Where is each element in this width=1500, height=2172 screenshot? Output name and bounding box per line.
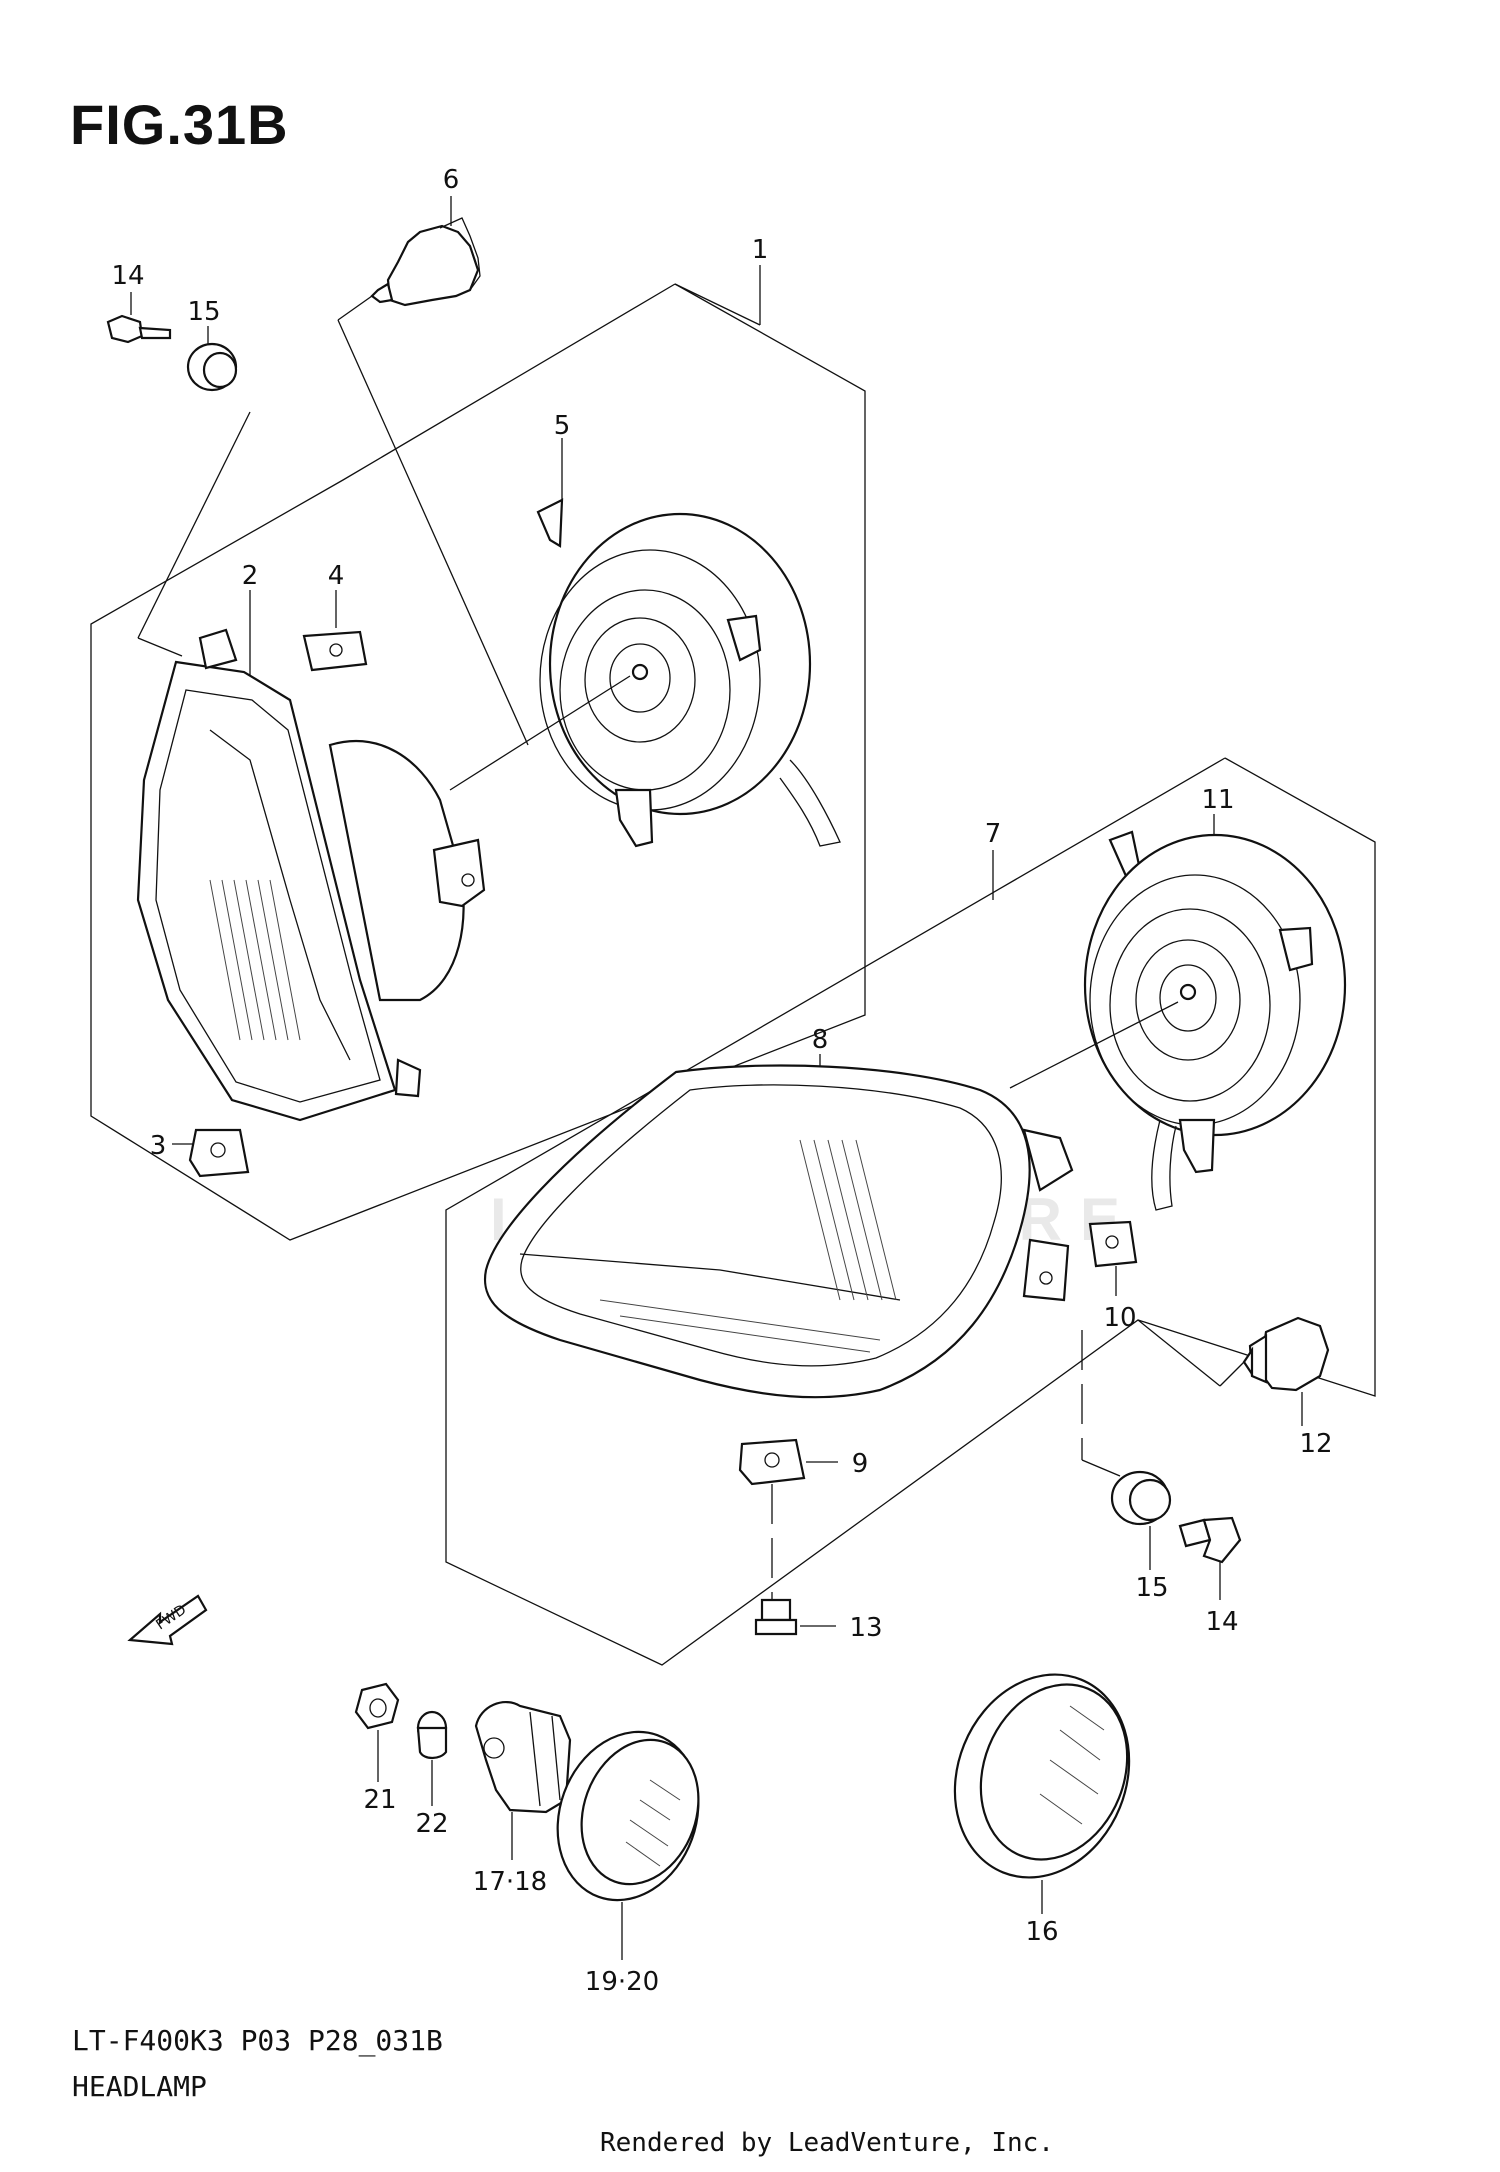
bulb-part-6: [337, 196, 529, 746]
socket-part-5: [449, 438, 841, 848]
callout-label: 8: [812, 1025, 829, 1055]
nut-part-21: [354, 1682, 400, 1782]
callout-label: 19·20: [585, 1967, 659, 1997]
callout-label: 15: [187, 297, 220, 327]
reflector-part-16: [953, 1673, 1131, 1914]
screw-part-14-lower: [1178, 1516, 1242, 1600]
callout-labels: 1 2 3 4 5 6 7 8 9 10 11 12 13 14 15 14 1…: [111, 165, 1332, 1997]
callout-label: 21: [363, 1785, 396, 1815]
screw-part-13: [754, 1598, 836, 1636]
assembly-box-lower: [445, 757, 1376, 1666]
figure-title: FIG.31B: [70, 93, 289, 156]
render-credit: Rendered by LeadVenture, Inc.: [600, 2128, 1054, 2158]
bulb-part-12: [1137, 1316, 1330, 1426]
socket-part-11: [1009, 814, 1347, 1211]
callout-label: 6: [443, 165, 460, 195]
callout-label: 2: [242, 561, 259, 591]
callout-label: 16: [1025, 1917, 1058, 1947]
model-code: LT-F400K3 P03 P28_031B: [72, 2024, 443, 2057]
callout-label: 15: [1135, 1573, 1168, 1603]
callout-label: 1: [752, 235, 769, 265]
callout-label: 7: [985, 819, 1002, 849]
callout-label: 14: [111, 261, 144, 291]
assembly-name: HEADLAMP: [72, 2070, 207, 2103]
fwd-arrow-icon: FWD: [127, 1594, 208, 1646]
clip-part-10: [1088, 1220, 1138, 1296]
callout-label: 12: [1299, 1429, 1332, 1459]
grommet-part-15-upper: [137, 326, 251, 657]
callout-label: 17·18: [473, 1867, 547, 1897]
bracket-part-17-18: [474, 1701, 572, 1860]
callout-label: 10: [1103, 1303, 1136, 1333]
grommet-part-15-lower: [1081, 1330, 1172, 1570]
screw-part-14-upper: [106, 292, 172, 344]
callout-label: 11: [1201, 785, 1234, 815]
callout-label: 5: [554, 411, 571, 441]
reflector-part-19-20: [556, 1730, 700, 1960]
clip-nut-part-9: [738, 1438, 838, 1622]
clip-part-4: [302, 590, 368, 672]
callout-label: 14: [1205, 1607, 1238, 1637]
clip-nut-part-3: [172, 1128, 250, 1178]
callout-label: 22: [415, 1809, 448, 1839]
headlamp-part-8: [483, 1054, 1074, 1399]
callout-label: 13: [849, 1613, 882, 1643]
callout-label: 9: [852, 1449, 869, 1479]
headlamp-part-2: [136, 590, 486, 1122]
assembly-box-upper: [90, 265, 866, 1241]
callout-label: 3: [150, 1131, 167, 1161]
callout-label: 4: [328, 561, 345, 591]
collar-part-22: [416, 1710, 448, 1806]
